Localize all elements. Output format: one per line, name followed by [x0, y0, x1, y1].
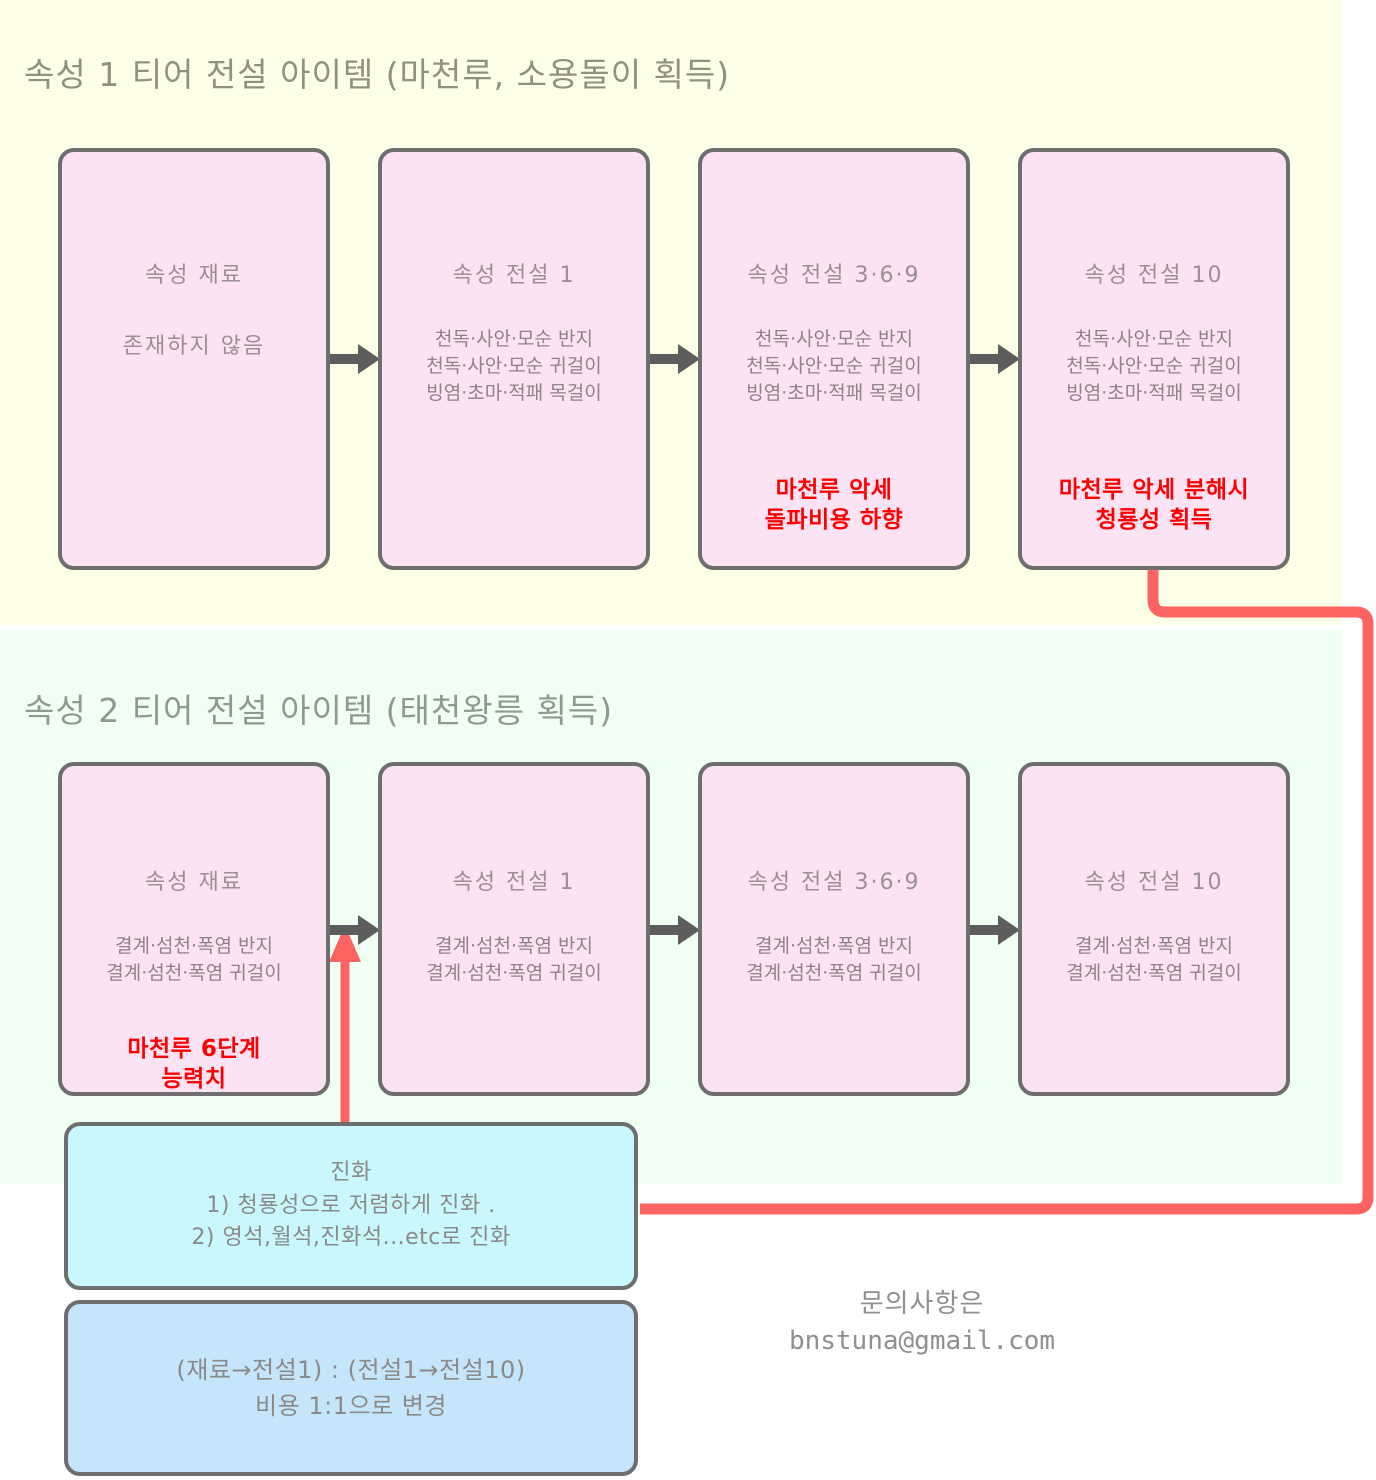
node-tier1-legend-369[interactable]: 속성 전설 3·6·9 천독·사안·모순 반지 천독·사안·모순 귀걸이 빙염·… — [698, 148, 970, 570]
node-items: 결계·섬천·폭염 반지 결계·섬천·폭염 귀걸이 — [426, 935, 602, 984]
node-title: 속성 전설 3·6·9 — [747, 870, 921, 895]
node-items: 천독·사안·모순 반지 천독·사안·모순 귀걸이 빙염·초마·적패 목걸이 — [1066, 328, 1242, 404]
arrow-tier2-2-to-3 — [650, 915, 700, 945]
node-tier2-legend-1[interactable]: 속성 전설 1 결계·섬천·폭염 반지 결계·섬천·폭염 귀걸이 — [378, 762, 650, 1096]
node-highlight-note: 마천루 6단계 능력치 — [127, 1035, 261, 1093]
cost-change-info-box[interactable]: (재료→전설1) : (전설1→전설10) 비용 1:1으로 변경 — [64, 1300, 638, 1476]
evolution-info-box[interactable]: 진화 1) 청룡성으로 저렴하게 진화 . 2) 영석,월석,진화석...etc… — [64, 1122, 638, 1290]
node-tier1-legend-1[interactable]: 속성 전설 1 천독·사안·모순 반지 천독·사안·모순 귀걸이 빙염·초마·적… — [378, 148, 650, 570]
node-tier1-material[interactable]: 속성 재료 존재하지 않음 — [58, 148, 330, 570]
node-title: 속성 전설 10 — [1084, 263, 1224, 288]
node-tier2-legend-369[interactable]: 속성 전설 3·6·9 결계·섬천·폭염 반지 결계·섬천·폭염 귀걸이 — [698, 762, 970, 1096]
arrow-tier1-2-to-3 — [650, 344, 700, 374]
node-highlight-note: 마천루 악세 돌파비용 하향 — [764, 476, 904, 534]
section-title-tier2: 속성 2 티어 전설 아이템 (태천왕릉 획득) — [24, 691, 614, 730]
node-items: 결계·섬천·폭염 반지 결계·섬천·폭염 귀걸이 — [1066, 935, 1242, 984]
node-title: 속성 전설 1 — [452, 263, 576, 288]
contact-block: 문의사항은 bnstuna@gmail.com — [757, 1283, 1087, 1356]
node-title: 속성 전설 3·6·9 — [747, 263, 921, 288]
node-highlight-note: 마천루 악세 분해시 청룡성 획득 — [1058, 476, 1250, 534]
node-items: 결계·섬천·폭염 반지 결계·섬천·폭염 귀걸이 — [106, 935, 282, 984]
node-tier1-legend-10[interactable]: 속성 전설 10 천독·사안·모순 반지 천독·사안·모순 귀걸이 빙염·초마·… — [1018, 148, 1290, 570]
node-title: 속성 재료 — [145, 263, 243, 288]
node-items: 천독·사안·모순 반지 천독·사안·모순 귀걸이 빙염·초마·적패 목걸이 — [746, 328, 922, 404]
evolution-info-text: 진화 1) 청룡성으로 저렴하게 진화 . 2) 영석,월석,진화석...etc… — [191, 1160, 511, 1251]
arrow-tier2-3-to-4 — [970, 915, 1020, 945]
contact-label: 문의사항은 — [859, 1289, 985, 1319]
arrow-tier1-3-to-4 — [970, 344, 1020, 374]
node-items: 천독·사안·모순 반지 천독·사안·모순 귀걸이 빙염·초마·적패 목걸이 — [426, 328, 602, 404]
node-tier2-material[interactable]: 속성 재료 결계·섬천·폭염 반지 결계·섬천·폭염 귀걸이 마천루 6단계 능… — [58, 762, 330, 1096]
section-title-tier1: 속성 1 티어 전설 아이템 (마천루, 소용돌이 획득) — [24, 55, 731, 94]
arrow-tier1-1-to-2 — [330, 344, 380, 374]
node-title: 속성 전설 1 — [452, 870, 576, 895]
arrow-tier2-1-to-2 — [330, 915, 380, 945]
cost-change-info-text: (재료→전설1) : (전설1→전설10) 비용 1:1으로 변경 — [176, 1356, 526, 1420]
node-tier2-legend-10[interactable]: 속성 전설 10 결계·섬천·폭염 반지 결계·섬천·폭염 귀걸이 — [1018, 762, 1290, 1096]
node-title: 속성 전설 10 — [1084, 870, 1224, 895]
node-items: 존재하지 않음 — [122, 334, 266, 359]
node-title: 속성 재료 — [145, 870, 243, 895]
node-items: 결계·섬천·폭염 반지 결계·섬천·폭염 귀걸이 — [746, 935, 922, 984]
contact-email[interactable]: bnstuna@gmail.com — [788, 1326, 1056, 1356]
